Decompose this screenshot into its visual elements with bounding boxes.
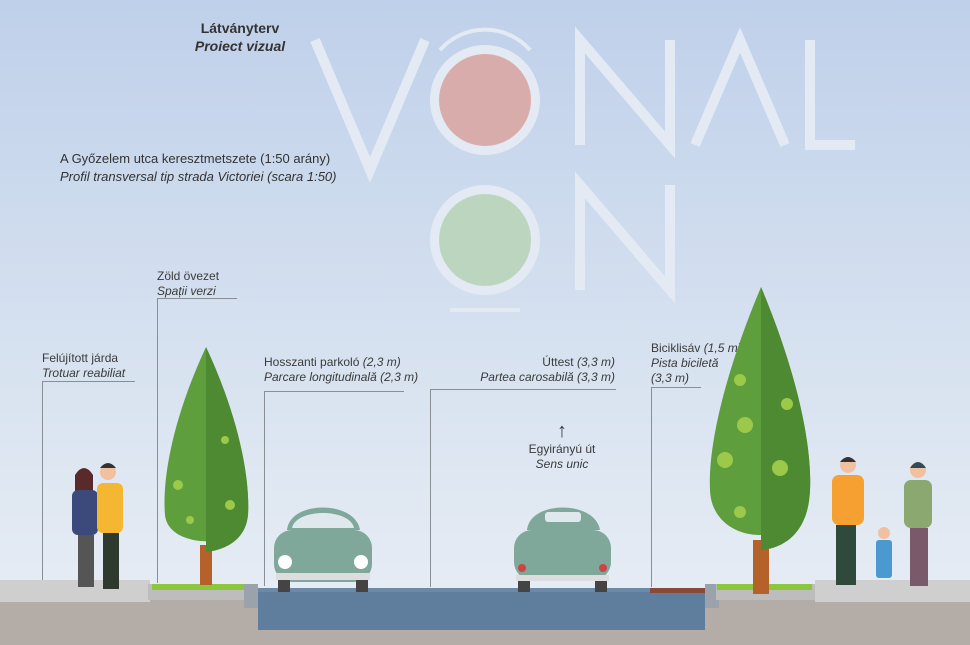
label-parking: Hosszanti parkoló (2,3 m) Parcare longit… — [264, 355, 418, 385]
leader-line — [430, 389, 616, 390]
left-sidewalk — [0, 580, 150, 602]
label-parking-ro: Parcare longitudinală (2,3 m) — [264, 370, 419, 384]
road — [258, 588, 705, 630]
leader-line — [42, 381, 43, 581]
tree-left — [164, 347, 249, 585]
label-bike-hu: Biciklisáv — [651, 341, 701, 355]
car-driving — [514, 507, 611, 592]
label-oneway: ↑ Egyirányú út Sens unic — [500, 420, 624, 472]
page-subtitle: Proiect vizual — [194, 38, 286, 54]
label-road-hu: Úttest — [542, 355, 574, 369]
tree-right — [709, 287, 811, 594]
label-bike: Biciklisáv (1,5 m) Pista biciletă (3,3 m… — [651, 341, 742, 386]
leader-line — [264, 391, 265, 586]
label-oneway-ro: Sens unic — [535, 457, 589, 471]
label-bike-ro-dim: (3,3 m) — [651, 371, 690, 385]
label-road-dim: (3,3 m) — [576, 355, 615, 369]
leader-line — [157, 298, 158, 583]
curb — [244, 584, 258, 608]
right-sidewalk — [815, 580, 970, 602]
label-sidewalk-hu: Felújított járda — [42, 351, 119, 365]
label-bike-dim: (1,5 m) — [703, 341, 742, 355]
section-subtitle: Profil transversal tip strada Victoriei … — [60, 169, 337, 184]
couple-walking — [72, 463, 123, 589]
label-road: Úttest (3,3 m) Partea carosabilă (3,3 m) — [470, 355, 615, 385]
leader-line — [651, 387, 652, 587]
label-green-ro: Spații verzi — [157, 284, 216, 298]
label-parking-dim: (2,3 m) — [362, 355, 401, 369]
label-road-ro: Partea carosabilă (3,3 m) — [480, 370, 615, 384]
leader-line — [264, 391, 404, 392]
leader-line — [157, 298, 237, 299]
vonal-on-logo — [310, 26, 855, 312]
left-grass — [152, 584, 247, 590]
family-walking — [832, 457, 932, 586]
curb — [705, 584, 719, 608]
label-green-hu: Zöld övezet — [157, 269, 220, 283]
car-parked — [274, 507, 372, 592]
leader-line — [430, 389, 431, 587]
page-title: Látványterv — [200, 20, 280, 36]
leader-line — [651, 387, 701, 388]
label-parking-hu: Hosszanti parkoló — [264, 355, 360, 369]
leader-line — [42, 381, 135, 382]
label-green: Zöld övezet Spații verzi — [157, 269, 219, 299]
label-oneway-hu: Egyirányú út — [528, 442, 596, 456]
label-sidewalk: Felújított járda Trotuar reabiliat — [42, 351, 125, 381]
label-bike-ro: Pista biciletă — [651, 356, 719, 370]
arrow-up-icon: ↑ — [557, 420, 567, 442]
label-sidewalk-ro: Trotuar reabiliat — [42, 366, 126, 380]
bike-lane — [650, 588, 705, 593]
section-title: A Győzelem utca keresztmetszete (1:50 ar… — [60, 151, 331, 166]
